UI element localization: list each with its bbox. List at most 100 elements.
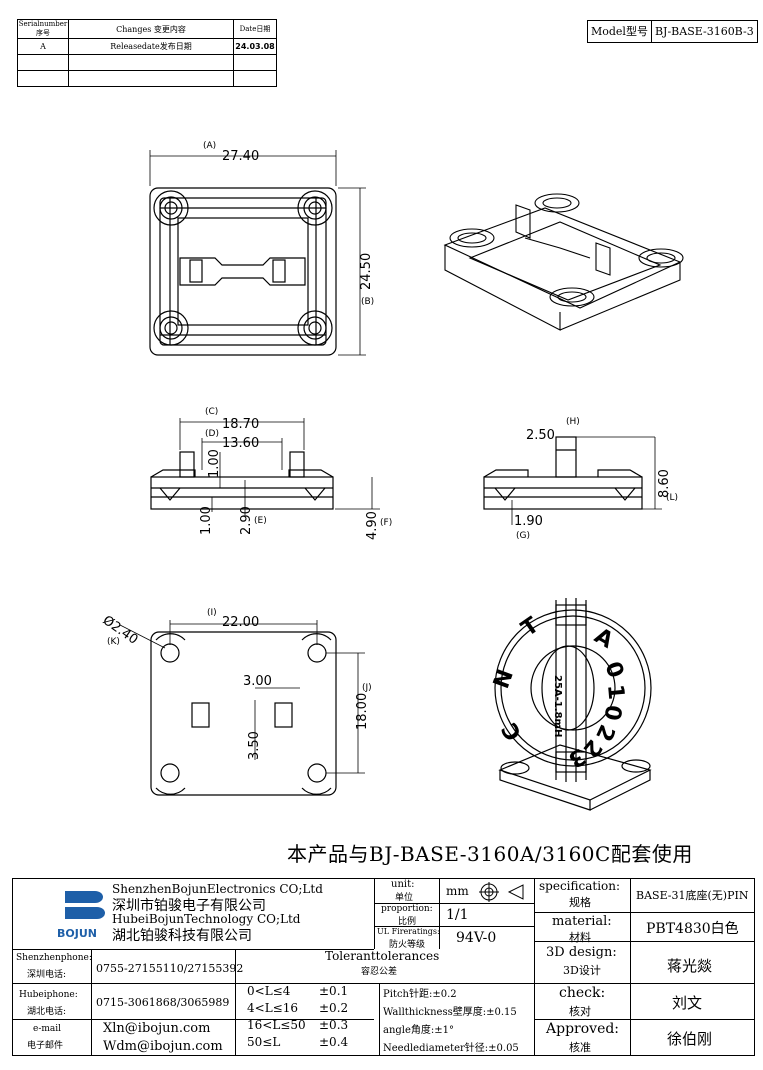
dim-350: 3.50 xyxy=(247,731,262,760)
check-value: 刘文 xyxy=(672,994,703,1012)
ring-letter: N xyxy=(489,666,519,692)
dim-a-value: 27.40 xyxy=(222,149,259,164)
tol-value: ±0.2 xyxy=(319,1001,349,1015)
bottom-view xyxy=(119,620,365,796)
model-label: Model型号 xyxy=(591,25,648,38)
email-label: e-mail xyxy=(33,1024,62,1034)
isometric-view xyxy=(443,193,684,331)
dim-300: 3.00 xyxy=(243,674,272,689)
pitch-tolerance: Pitch针距:±0.2 xyxy=(383,989,457,1000)
dim-j-label: (J) xyxy=(362,683,372,693)
model-value: BJ-BASE-3160B-3 xyxy=(650,21,757,42)
dim-side-100a: 1.00 xyxy=(207,449,222,478)
check-label: check: xyxy=(559,985,606,1001)
ul-value: 94V-0 xyxy=(456,930,497,946)
email-2: Wdm@ibojun.com xyxy=(103,1039,223,1054)
unit-label: unit: xyxy=(391,879,415,890)
proportion-label: proportion: xyxy=(381,904,433,914)
dim-k-label: (K) xyxy=(107,637,120,647)
technical-drawing: (A) 27.40 24.50 (B) (C) 18.70 (D) 13.60 … xyxy=(100,141,684,811)
design-cn: 3D设计 xyxy=(563,964,601,977)
title-block: BOJUN ShenzhenBojunElectronics CO;Ltd 深圳… xyxy=(12,878,755,1056)
assembly-note: 本产品与BJ-BASE-3160A/3160C配套使用 xyxy=(287,842,693,866)
material-cn: 材料 xyxy=(569,931,591,944)
tolerance-title: Toleranttolerances xyxy=(325,949,440,963)
approved-cn: 核准 xyxy=(569,1041,591,1054)
dim-k-value: Ø2.40 xyxy=(100,613,141,648)
ring-letter: 1 xyxy=(602,683,628,700)
dim-d-label: (D) xyxy=(205,429,219,439)
tol-range: 50≤L xyxy=(247,1035,281,1049)
sz-phone-cn: 深圳电话: xyxy=(27,970,67,980)
proportion-cn: 比例 xyxy=(398,917,417,927)
model-box: Model型号 BJ-BASE-3160B-3 xyxy=(587,20,758,43)
dim-g-label: (G) xyxy=(516,531,530,541)
tol-range: 16<L≤50 xyxy=(247,1018,306,1032)
hb-phone-cn: 湖北电话: xyxy=(27,1007,67,1017)
company-line3: HubeiBojunTechnology CO;Ltd xyxy=(112,912,301,926)
ul-cn: 防火等级 xyxy=(389,940,426,950)
tol-value: ±0.1 xyxy=(319,984,349,998)
unit-value: mm xyxy=(446,884,469,898)
design-label: 3D design: xyxy=(546,945,617,960)
approved-label: Approved: xyxy=(546,1021,620,1037)
dim-e-value: 2.90 xyxy=(239,506,254,535)
dim-side-100b: 1.00 xyxy=(199,506,214,535)
top-view xyxy=(149,150,366,356)
table-row-empty xyxy=(67,70,235,87)
dim-a-label: (A) xyxy=(203,141,216,151)
approved-value: 徐伯刚 xyxy=(667,1030,713,1048)
dim-f-value: 4.90 xyxy=(365,511,380,540)
dim-c-label: (C) xyxy=(205,407,218,417)
sz-phone-label: Shenzhenphone: xyxy=(16,953,92,963)
spec-label: specification: xyxy=(539,879,621,893)
ring-view xyxy=(494,598,652,811)
tol-range: 0<L≤4 xyxy=(247,984,291,998)
wall-tolerance: Wallthickness壁厚度:±0.15 xyxy=(383,1007,517,1018)
dim-l-value: 8.60 xyxy=(657,469,672,498)
company-line2: 深圳市铂骏电子有限公司 xyxy=(112,898,266,914)
hb-phone-value: 0715-3061868/3065989 xyxy=(96,996,230,1009)
unit-cn: 单位 xyxy=(395,893,414,903)
hb-phone-label: Hubeiphone: xyxy=(19,990,78,1000)
logo-text: BOJUN xyxy=(57,927,97,940)
dim-b-value: 24.50 xyxy=(359,253,374,290)
company-line4: 湖北铂骏科技有限公司 xyxy=(112,928,252,944)
spec-cn: 规格 xyxy=(569,896,591,909)
dim-g-value: 1.90 xyxy=(514,514,543,529)
table-row-empty xyxy=(233,70,277,87)
ring-pin-label: 25A-1.8mH xyxy=(552,675,563,737)
dim-i-label: (I) xyxy=(207,608,217,618)
dim-i-value: 22.00 xyxy=(222,615,259,630)
dim-b-label: (B) xyxy=(361,297,374,307)
dim-h-label: (H) xyxy=(566,417,580,427)
ring-letter: 0 xyxy=(599,659,628,682)
needle-tolerance: Needlediameter针径:±0.05 xyxy=(383,1043,519,1054)
company-line1: ShenzhenBojunElectronics CO;Ltd xyxy=(112,882,323,896)
sz-phone-value: 0755-27155110/27155392 xyxy=(96,962,244,975)
material-value: PBT4830白色 xyxy=(646,921,739,937)
bojun-logo: BOJUN xyxy=(57,891,105,940)
angle-tolerance: angle角度:±1° xyxy=(383,1025,455,1036)
ring-letters: N T A 0 1 0 2 2 3 C 25A-1.8mH xyxy=(489,613,628,772)
tolerance-title-cn: 容忍公差 xyxy=(361,967,398,977)
tol-value: ±0.4 xyxy=(319,1035,349,1049)
dim-c-value: 18.70 xyxy=(222,417,259,432)
dim-e-label: (E) xyxy=(254,516,267,526)
side-view xyxy=(483,436,662,525)
tol-range: 4<L≤16 xyxy=(247,1001,298,1015)
ring-letter: 0 xyxy=(598,703,625,722)
revision-table: Serialnumber序号 Changes 变更内容 Date日期 A Rel… xyxy=(17,19,277,87)
dim-j-value: 18.00 xyxy=(355,693,370,730)
ring-letter: C xyxy=(497,718,527,744)
ul-label: UL Fireratings: xyxy=(377,927,440,936)
tol-value: ±0.3 xyxy=(319,1018,349,1032)
check-cn: 核对 xyxy=(569,1005,591,1018)
material-label: material: xyxy=(552,914,612,929)
design-value: 蒋光燚 xyxy=(667,957,713,975)
dim-f-label: (F) xyxy=(380,518,392,528)
dim-l-label: (L) xyxy=(666,493,678,503)
dim-d-value: 13.60 xyxy=(222,436,259,451)
spec-value: BASE-31底座(无)PIN xyxy=(636,889,749,902)
email-cn: 电子邮件 xyxy=(27,1041,64,1051)
